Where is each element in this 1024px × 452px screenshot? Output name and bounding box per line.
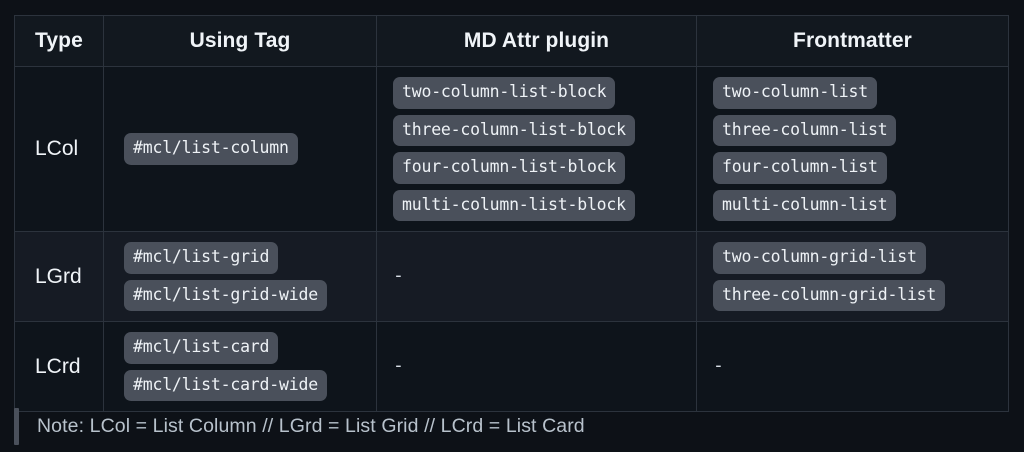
frontmatter-pill[interactable]: multi-column-list bbox=[713, 189, 897, 221]
column-header-md-attr-plugin: MD Attr plugin bbox=[376, 15, 697, 67]
md-attr-pill[interactable]: two-column-list-block bbox=[393, 77, 616, 109]
note-accent-bar bbox=[14, 408, 19, 445]
cell-using-tag: #mcl/list-card #mcl/list-card-wide bbox=[103, 321, 377, 412]
tag-pill[interactable]: #mcl/list-grid-wide bbox=[124, 279, 327, 311]
table-header-row: Type Using Tag MD Attr plugin Frontmatte… bbox=[14, 15, 1009, 67]
cell-md-attr-plugin: - bbox=[376, 231, 697, 322]
cell-type: LGrd bbox=[14, 231, 104, 322]
frontmatter-pill[interactable]: two-column-list bbox=[713, 77, 878, 109]
cell-frontmatter: - bbox=[696, 321, 1009, 412]
table-row: LCol #mcl/list-column two-column-list-bl… bbox=[14, 66, 1009, 232]
md-attr-pill[interactable]: four-column-list-block bbox=[393, 152, 626, 184]
cell-type: LCol bbox=[14, 66, 104, 232]
table-row: LCrd #mcl/list-card #mcl/list-card-wide … bbox=[14, 321, 1009, 412]
reference-table-container: Type Using Tag MD Attr plugin Frontmatte… bbox=[14, 15, 1009, 412]
frontmatter-pill-stack: two-column-grid-list three-column-grid-l… bbox=[713, 242, 994, 311]
empty-value-dash: - bbox=[393, 265, 404, 286]
frontmatter-pill[interactable]: three-column-list bbox=[713, 114, 897, 146]
cell-using-tag: #mcl/list-column bbox=[103, 66, 377, 232]
tag-pill[interactable]: #mcl/list-grid bbox=[124, 242, 279, 274]
table-header: Type Using Tag MD Attr plugin Frontmatte… bbox=[14, 15, 1009, 67]
md-attr-pill-stack: two-column-list-block three-column-list-… bbox=[393, 77, 682, 221]
column-header-type: Type bbox=[14, 15, 104, 67]
note-callout: Note: LCol = List Column // LGrd = List … bbox=[14, 408, 585, 445]
table-body: LCol #mcl/list-column two-column-list-bl… bbox=[14, 66, 1009, 412]
cell-using-tag: #mcl/list-grid #mcl/list-grid-wide bbox=[103, 231, 377, 322]
list-type-reference-table: Type Using Tag MD Attr plugin Frontmatte… bbox=[14, 15, 1009, 412]
note-text: Note: LCol = List Column // LGrd = List … bbox=[37, 415, 585, 437]
cell-md-attr-plugin: two-column-list-block three-column-list-… bbox=[376, 66, 697, 232]
table-row: LGrd #mcl/list-grid #mcl/list-grid-wide … bbox=[14, 231, 1009, 322]
md-attr-pill[interactable]: three-column-list-block bbox=[393, 114, 635, 146]
empty-value-dash: - bbox=[713, 355, 724, 376]
cell-frontmatter: two-column-grid-list three-column-grid-l… bbox=[696, 231, 1009, 322]
tag-pill-stack: #mcl/list-column bbox=[124, 133, 362, 165]
frontmatter-pill[interactable]: four-column-list bbox=[713, 152, 887, 184]
md-attr-pill[interactable]: multi-column-list-block bbox=[393, 189, 635, 221]
tag-pill[interactable]: #mcl/list-card bbox=[124, 332, 279, 364]
tag-pill[interactable]: #mcl/list-column bbox=[124, 133, 298, 165]
cell-frontmatter: two-column-list three-column-list four-c… bbox=[696, 66, 1009, 232]
cell-md-attr-plugin: - bbox=[376, 321, 697, 412]
cell-type: LCrd bbox=[14, 321, 104, 412]
empty-value-dash: - bbox=[393, 355, 404, 376]
column-header-using-tag: Using Tag bbox=[103, 15, 377, 67]
tag-pill-stack: #mcl/list-grid #mcl/list-grid-wide bbox=[124, 242, 362, 311]
frontmatter-pill-stack: two-column-list three-column-list four-c… bbox=[713, 77, 994, 221]
tag-pill[interactable]: #mcl/list-card-wide bbox=[124, 369, 327, 401]
tag-pill-stack: #mcl/list-card #mcl/list-card-wide bbox=[124, 332, 362, 401]
frontmatter-pill[interactable]: two-column-grid-list bbox=[713, 242, 926, 274]
column-header-frontmatter: Frontmatter bbox=[696, 15, 1009, 67]
frontmatter-pill[interactable]: three-column-grid-list bbox=[713, 279, 946, 311]
